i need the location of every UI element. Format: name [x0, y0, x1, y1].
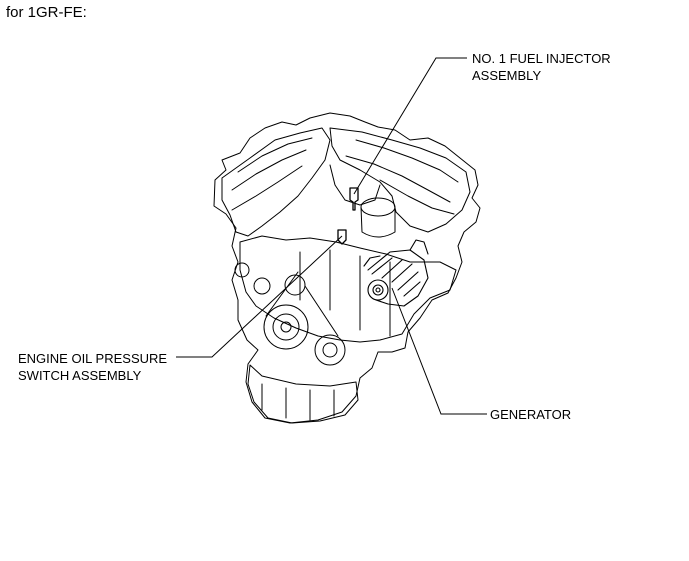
fuel-injector	[349, 187, 359, 211]
oil-pan	[247, 364, 359, 424]
fuel-injector-label: NO. 1 FUEL INJECTOR ASSEMBLY	[472, 51, 611, 83]
generator-leader	[391, 287, 487, 415]
generator-part	[363, 239, 429, 307]
left-cylinder-head	[221, 127, 331, 237]
engine-block	[239, 235, 457, 343]
engine-outline	[213, 112, 481, 424]
diagram-heading: for 1GR-FE:	[6, 4, 87, 21]
oil-pressure-switch-label: ENGINE OIL PRESSURE SWITCH ASSEMBLY	[18, 351, 168, 383]
oil-pressure-switch-leader	[176, 235, 343, 358]
generator-label: GENERATOR	[490, 407, 572, 422]
fuel-injector-leader	[353, 57, 467, 195]
right-cylinder-head	[329, 127, 471, 233]
oil-pressure-switch	[337, 229, 347, 245]
